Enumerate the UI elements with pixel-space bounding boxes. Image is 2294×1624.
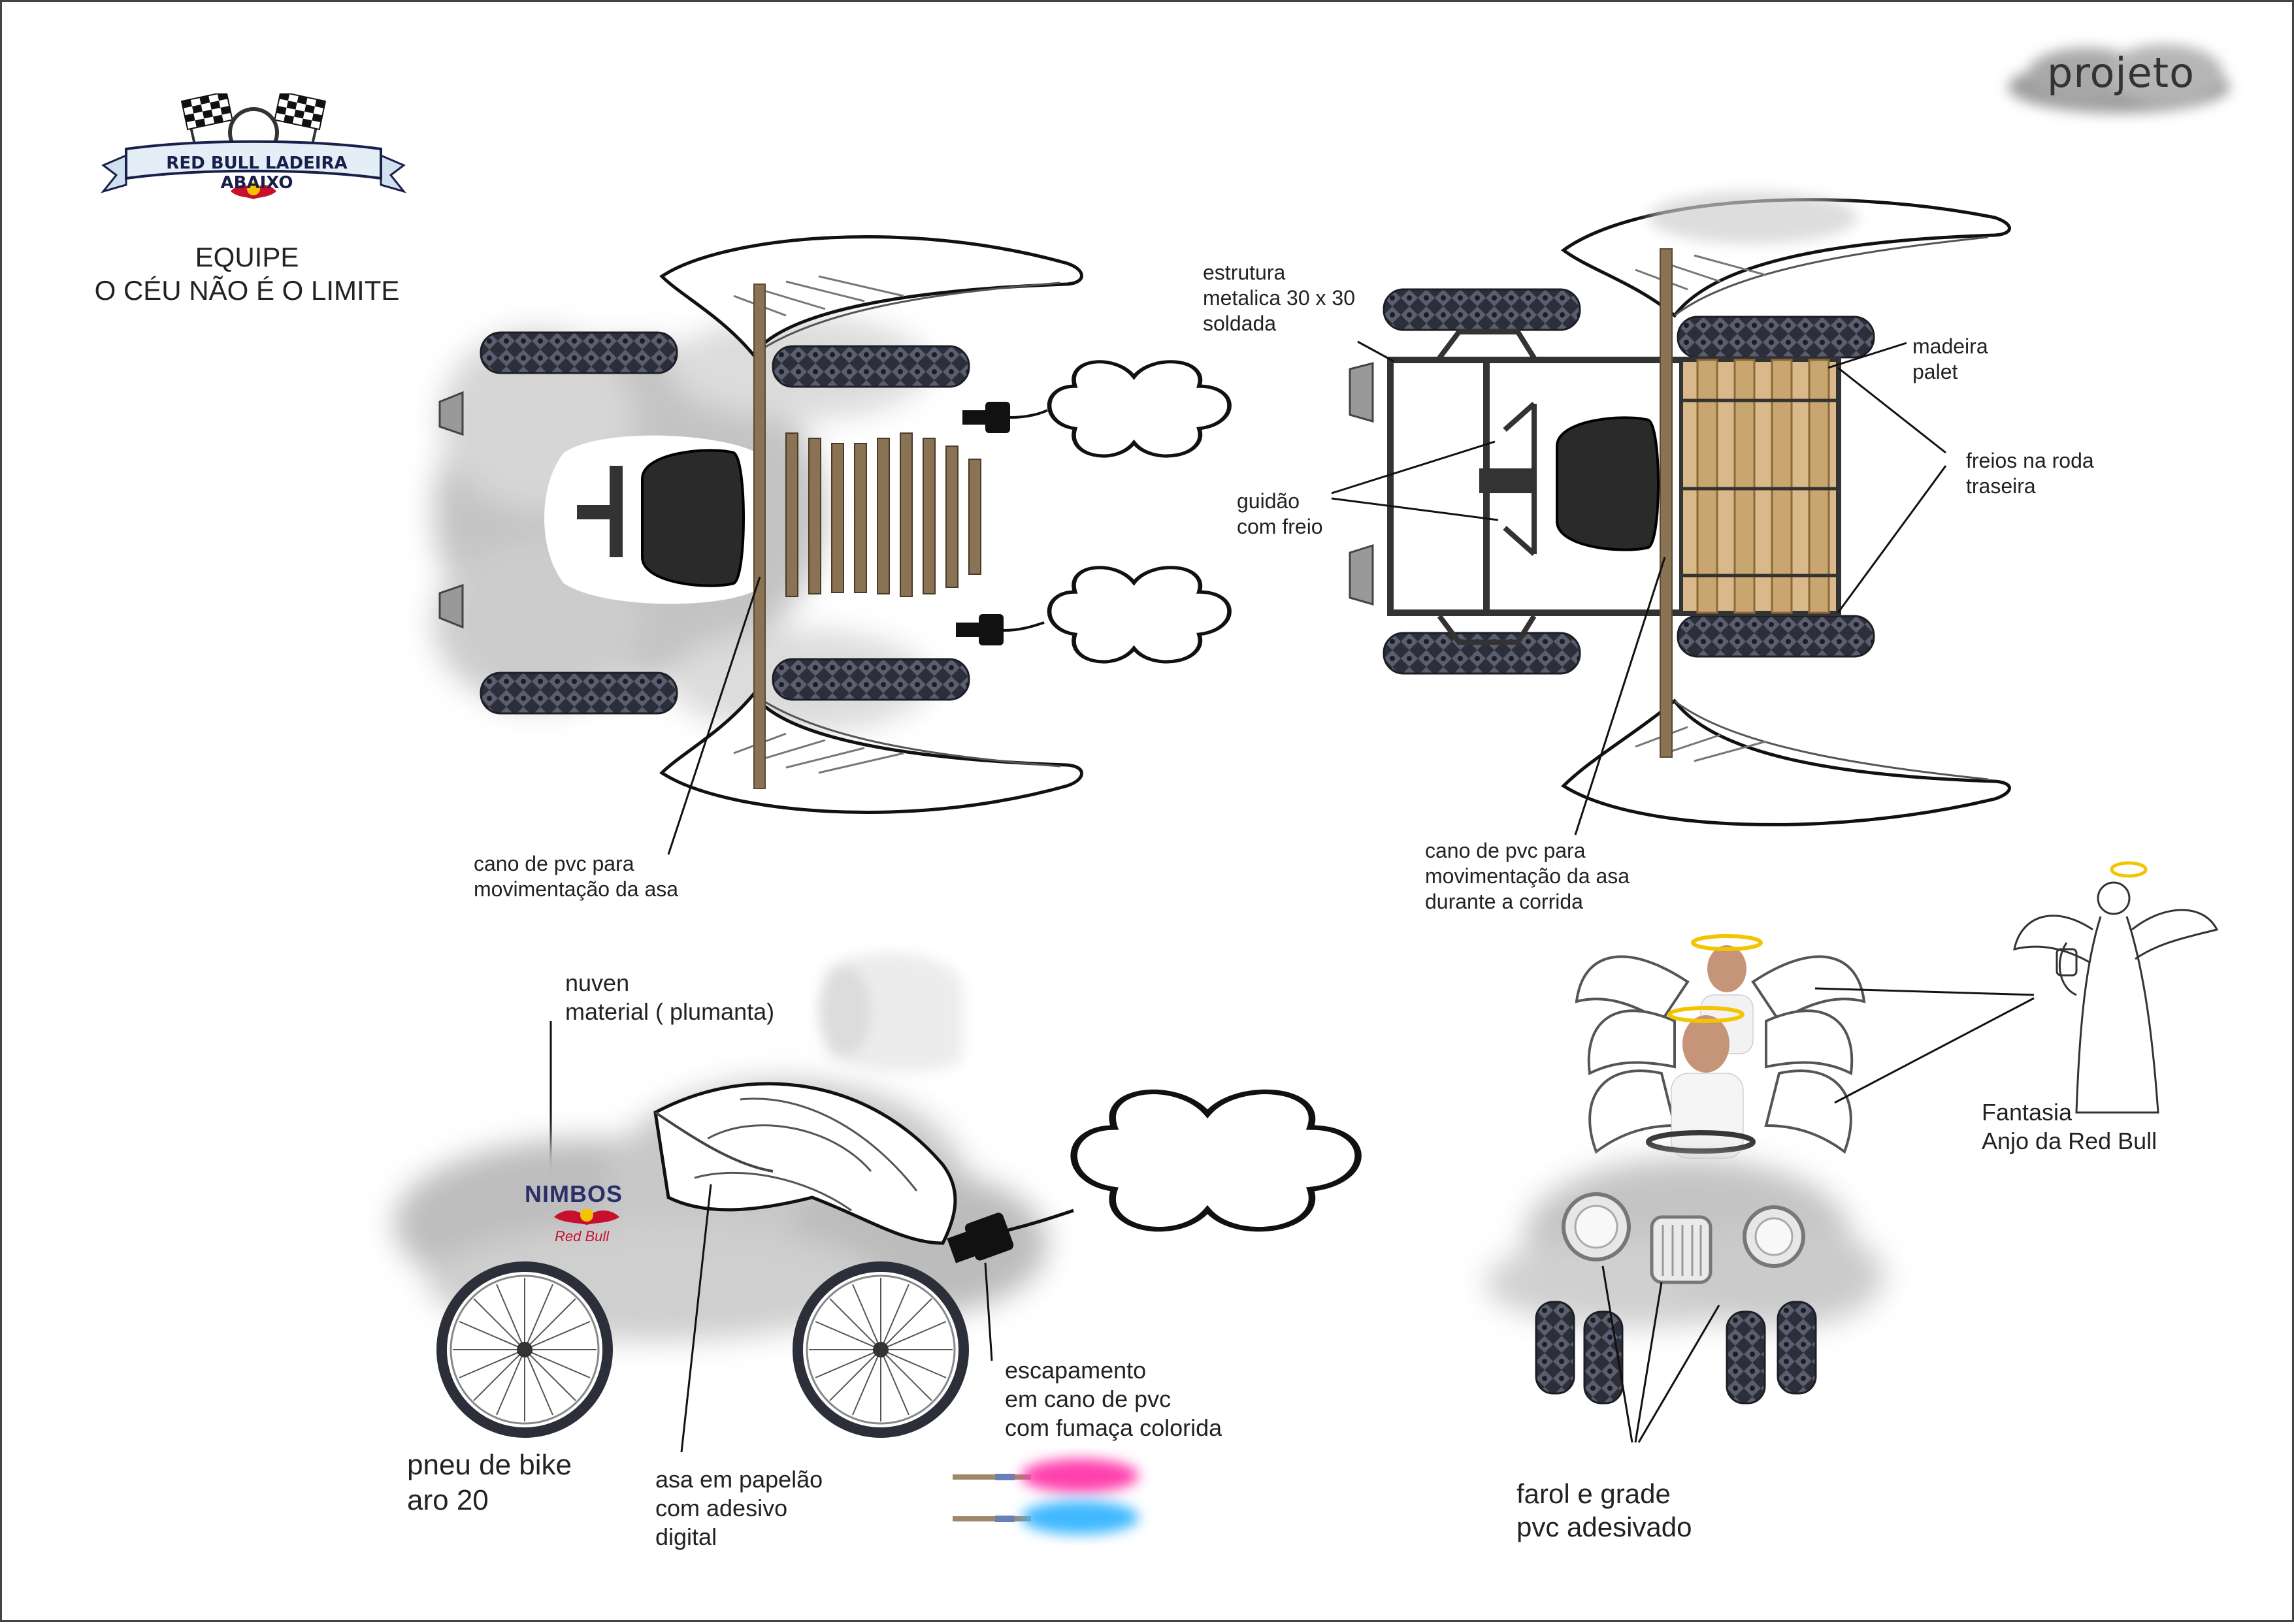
side-view-smoke-puff — [1074, 1092, 1358, 1229]
front-view-tire-outer-right — [1777, 1301, 1817, 1395]
frame-label: estrutura metalica 30 x 30 soldada — [1203, 261, 1356, 336]
top-view-tire-rear-lower — [772, 658, 970, 701]
structure-wing-upper — [1560, 191, 2011, 318]
top-view-wood-slats — [785, 432, 981, 597]
top-view-exhaust-upper — [962, 402, 1048, 433]
rear-brakes-label: freios na roda traseira — [1966, 449, 2094, 498]
structure-wood-pallet — [1679, 358, 1840, 615]
front-view-tire-inner-left — [1583, 1310, 1624, 1405]
side-view-drawing — [394, 952, 1358, 1535]
front-view-wings — [1575, 955, 1866, 1154]
side-view-wheel-rear — [793, 1261, 969, 1438]
structure-tire-front-lower — [1383, 632, 1581, 675]
top-view-steering-column — [577, 505, 616, 519]
cloud-material-label: nuven material ( plumanta) — [565, 969, 775, 1025]
side-view-leaders — [680, 1184, 993, 1453]
front-view-headlight-left — [1562, 1192, 1631, 1261]
structure-leaders — [1331, 340, 1947, 836]
structure-pvc-pipe — [1660, 248, 1673, 758]
project-tag: projeto — [2047, 49, 2195, 97]
wing-material-label: asa em papelão com adesivo digital — [655, 1466, 823, 1550]
side-view-exhaust — [947, 1209, 1074, 1263]
angel-costume-sketch — [2013, 861, 2219, 1114]
bike-tire-label: pneu de bike aro 20 — [407, 1449, 572, 1516]
front-view-drawing — [1485, 861, 2219, 1443]
top-view-headlight-lower — [438, 583, 464, 629]
nimbos-brand-sub: Red Bull — [555, 1228, 610, 1244]
structure-tire-front-upper — [1383, 288, 1581, 331]
colored-smoke-blue — [953, 1501, 1139, 1535]
side-view-wing — [653, 1082, 957, 1245]
exhaust-label: escapamento em cano de pvc com fumaça co… — [1005, 1357, 1222, 1441]
top-view-smoke-puff-upper — [1049, 362, 1230, 456]
front-view-grille — [1650, 1215, 1712, 1284]
front-view-leaders — [1601, 987, 2035, 1443]
structure-tire-rear-upper — [1677, 316, 1875, 359]
top-view-pvc-label: cano de pvc para movimentação da asa — [474, 852, 679, 901]
logo-ribbon — [125, 140, 382, 180]
side-view-wheel-front — [436, 1261, 613, 1438]
checkered-flag-left — [180, 93, 233, 159]
headlight-grille-label: farol e grade pvc adesivado — [1516, 1478, 1692, 1543]
top-view-tire-rear-upper — [772, 345, 970, 388]
checkered-flag-right — [274, 93, 327, 159]
top-view-seat — [641, 449, 745, 587]
structure-view-drawing — [1331, 191, 2011, 836]
top-view-smoke-puff-lower — [1049, 568, 1230, 662]
top-view-tire-front-lower — [480, 672, 678, 715]
colored-smoke-pink — [953, 1459, 1139, 1493]
front-view-drivers — [1646, 934, 1763, 1159]
structure-wing-lower — [1561, 698, 2011, 826]
front-view-tire-inner-right — [1726, 1310, 1766, 1405]
event-logo-title: RED BULL LADEIRA ABAIXO — [166, 154, 348, 193]
front-view-headlight-right — [1743, 1205, 1805, 1268]
logo-ribbon-end-left — [100, 154, 127, 193]
wood-pallet-label: madeira palet — [1912, 334, 1988, 384]
top-view-pvc-leader — [667, 576, 761, 855]
top-view-pvc-pipe — [753, 284, 766, 789]
top-view-headlight-upper — [438, 391, 464, 436]
angel-costume-label: Fantasia Anjo da Red Bull — [1982, 1099, 2157, 1154]
top-view-exhaust-lower — [956, 614, 1045, 645]
structure-front-axle-lower — [1437, 614, 1537, 645]
top-view-drawing — [433, 235, 1230, 855]
structure-seat — [1556, 416, 1660, 551]
structure-pvc-label: cano de pvc para movimentação da asa dur… — [1425, 839, 1630, 914]
structure-front-axle-upper — [1437, 329, 1537, 360]
logo-bulls-icon — [231, 182, 276, 199]
red-bull-bulls-logo — [554, 1209, 619, 1225]
logo-ribbon-end-right — [380, 154, 407, 193]
structure-headlight-upper — [1349, 362, 1374, 423]
structure-tire-rear-lower — [1677, 615, 1875, 658]
top-view-tire-front-upper — [480, 331, 678, 374]
structure-headlight-lower — [1349, 544, 1374, 606]
event-logo — [100, 93, 407, 199]
front-view-tire-outer-left — [1535, 1301, 1575, 1395]
project-tag-cloud — [2008, 44, 2230, 113]
plumanta-roll — [819, 952, 962, 1073]
structure-handlebar — [1479, 402, 1537, 556]
handlebar-label: guidão com freio — [1237, 489, 1323, 539]
team-name: EQUIPE O CÉU NÃO É O LIMITE — [94, 242, 400, 306]
nimbos-brand: NIMBOS — [525, 1180, 623, 1207]
